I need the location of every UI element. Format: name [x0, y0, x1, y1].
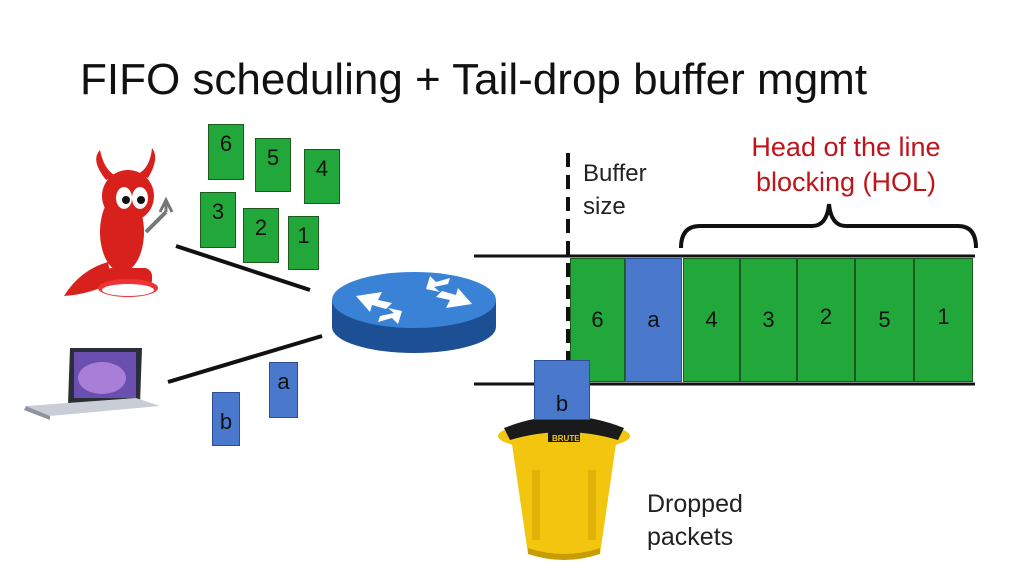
laptop-icon — [24, 348, 160, 420]
queue-slot-3: 3 — [740, 258, 797, 382]
queue-slot-2: 2 — [797, 258, 855, 382]
trash-bin-icon — [498, 416, 630, 560]
incoming-packet-4: 4 — [304, 149, 340, 204]
incoming-packet-1: 1 — [288, 216, 319, 270]
buffer-size-label: Buffer size — [583, 160, 647, 220]
incoming-packet-6: 6 — [208, 124, 244, 180]
hol-label: Head of the line blocking (HOL) — [751, 132, 941, 197]
queue-slot-5: 5 — [855, 258, 914, 382]
incoming-packet-5: 5 — [255, 138, 291, 192]
router-icon — [332, 272, 496, 353]
hol-brace — [679, 203, 978, 249]
link-daemon-router — [175, 244, 311, 292]
dropped-packet-b: b — [534, 360, 590, 420]
incoming-packet-b: b — [212, 392, 240, 446]
dropped-packets-label: Dropped packets — [647, 490, 743, 551]
daemon-mascot-icon — [64, 148, 174, 297]
link-laptop-router — [167, 334, 323, 384]
incoming-packet-a: a — [269, 362, 298, 418]
slide-title: FIFO scheduling + Tail-drop buffer mgmt — [80, 55, 868, 104]
incoming-packet-3: 3 — [200, 192, 236, 248]
bin-brand-label: BRUTE — [552, 434, 580, 443]
queue-slot-1: 1 — [914, 258, 973, 382]
queue-slot-a: a — [625, 258, 682, 382]
queue-slot-4: 4 — [683, 258, 740, 382]
incoming-packet-2: 2 — [243, 208, 279, 263]
